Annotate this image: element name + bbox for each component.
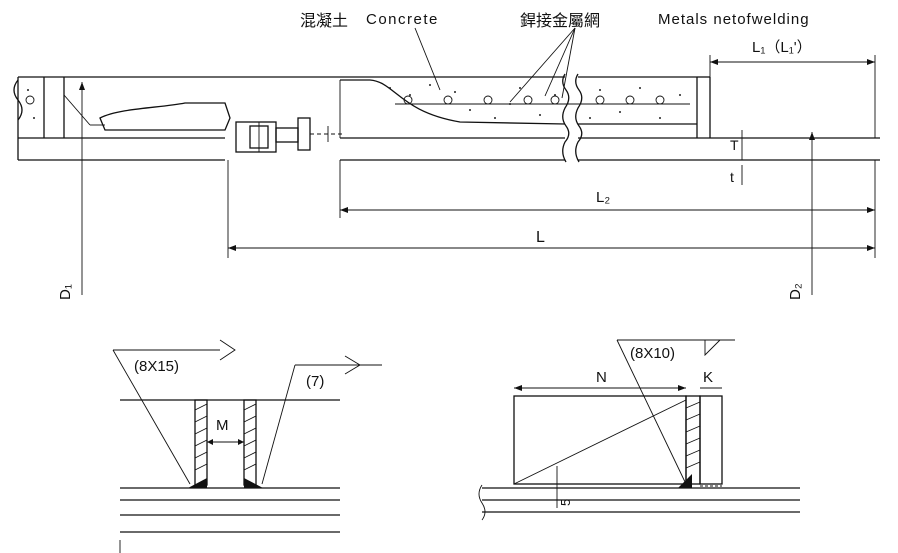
- concrete-label-cn: 混凝土: [300, 12, 348, 30]
- weld-detail-size: (8X10): [630, 345, 675, 362]
- weld-right-size: (7): [306, 373, 324, 390]
- pipe-section: [13, 73, 880, 163]
- dim-L1: L₁（L₁'）: [752, 39, 812, 56]
- dim-D1: D₁: [57, 284, 74, 300]
- dim-L: L: [536, 229, 545, 246]
- dim-t: t: [730, 169, 734, 185]
- dim-D2: D₂: [787, 283, 804, 300]
- concrete-hatch: [27, 84, 681, 119]
- weld-left-size: (8X15): [134, 358, 179, 375]
- mesh-label-cn: 銲接金屬網: [520, 12, 600, 30]
- weld-detail-right: N K 5 (8X10): [478, 339, 800, 521]
- dim-L2: L₂: [596, 189, 610, 206]
- dim-5: 5: [558, 499, 573, 506]
- dim-K: K: [703, 369, 713, 386]
- dim-T: T: [730, 137, 739, 153]
- weld-detail-left: M (8X15) (7): [112, 339, 382, 553]
- dim-N: N: [596, 369, 607, 386]
- concrete-label-en: Concrete: [366, 11, 439, 28]
- mesh-label-en: Metals netofwelding: [658, 11, 810, 28]
- dim-M: M: [216, 417, 229, 434]
